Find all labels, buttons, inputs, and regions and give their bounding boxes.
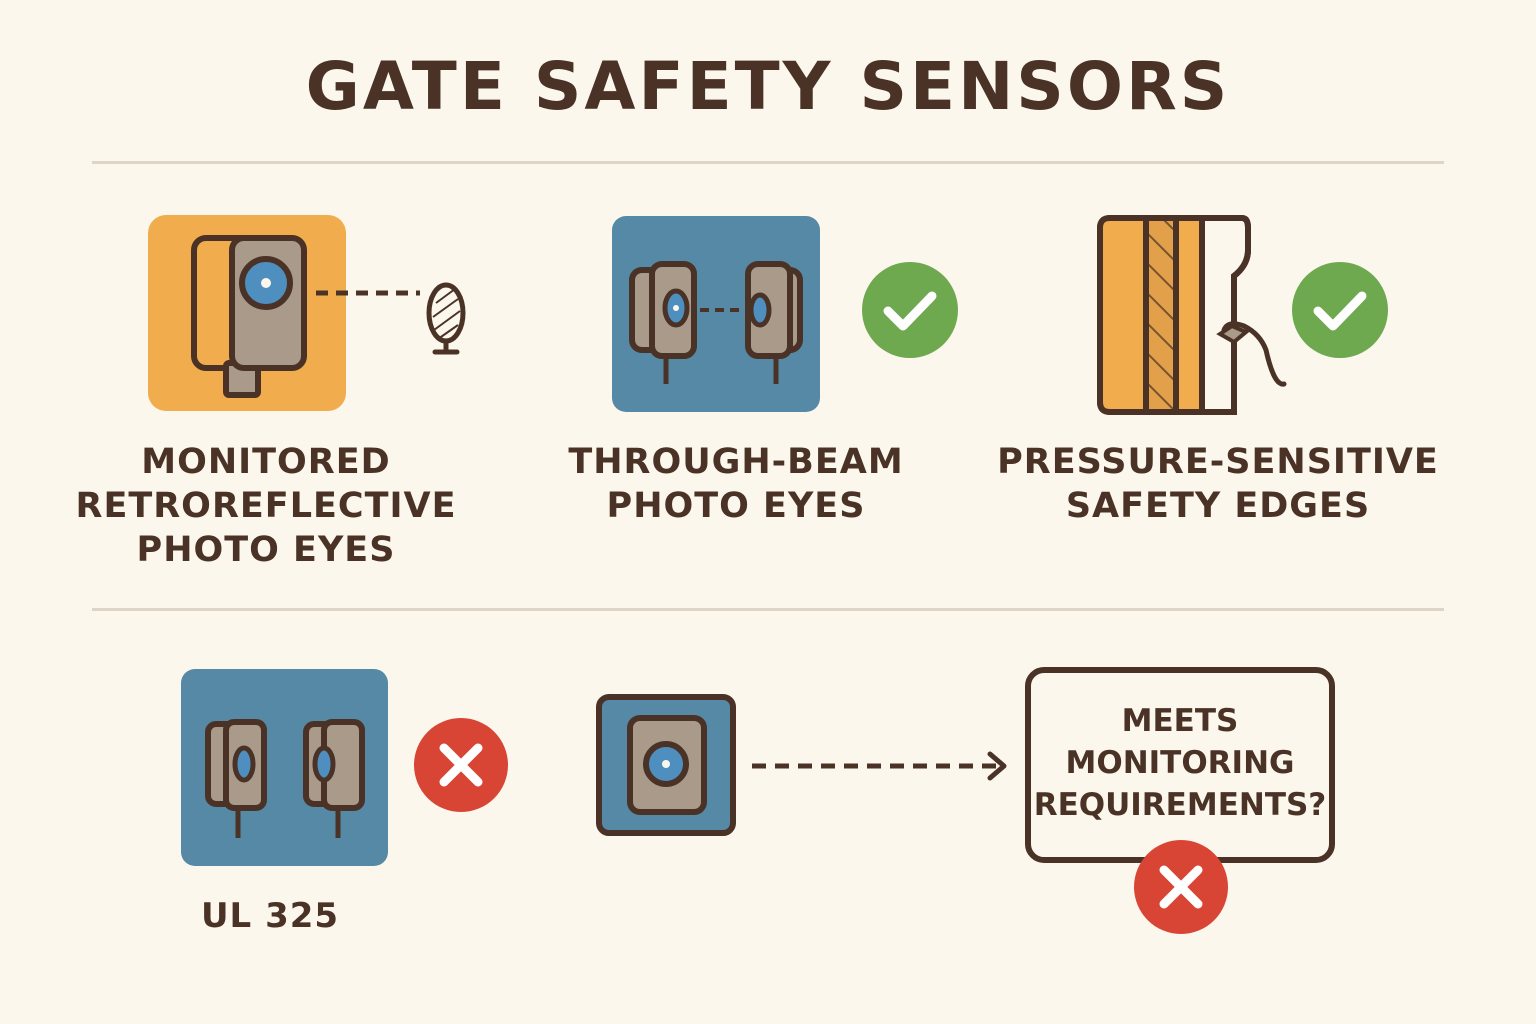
safety-edge-icon: [1097, 215, 1287, 415]
middle-divider: [92, 608, 1444, 611]
ul325-label: UL 325: [200, 896, 340, 936]
retroreflective-sensor-icon: [148, 215, 466, 411]
page-title: GATE SAFETY SENSORS: [305, 48, 1231, 125]
through-beam-check-icon: [862, 262, 958, 358]
ul325-cross-icon: [414, 718, 508, 812]
safety-edge-label: PRESSURE-SENSITIVE SAFETY EDGES: [997, 442, 1439, 526]
top-divider: [92, 161, 1444, 164]
single-sensor-icon: [596, 694, 1007, 836]
monitoring-cross-icon: [1134, 840, 1228, 934]
through-beam-sensor-icon: [612, 216, 820, 412]
through-beam-label: THROUGH-BEAM PHOTO EYES: [568, 442, 904, 526]
safety-edge-check-icon: [1292, 262, 1388, 358]
monitoring-question: MEETS MONITORING REQUIREMENTS?: [1033, 703, 1327, 823]
sensor-pair-icon: [181, 669, 388, 866]
retroreflective-label: MONITORED RETROREFLECTIVE PHOTO EYES: [75, 442, 457, 570]
